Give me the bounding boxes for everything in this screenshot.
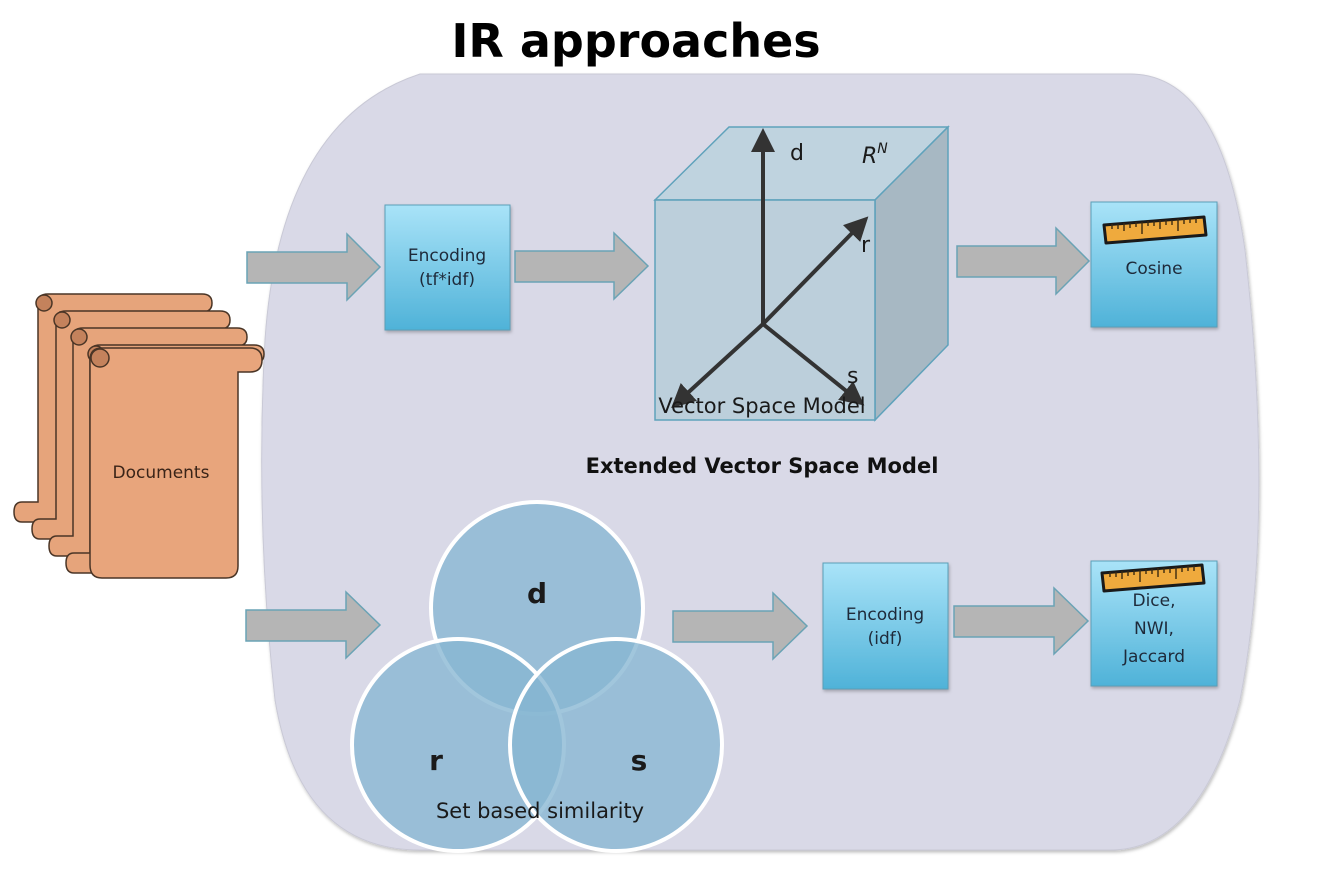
arrow-encoding-to-dice (953, 586, 1090, 656)
space-rn-label: RN (862, 141, 888, 169)
arrow-docs-to-encoding-top (246, 232, 382, 302)
measure-dice: Dice, (1132, 591, 1175, 611)
vector-space-caption: Vector Space Model (658, 394, 865, 418)
arrow-venn-to-encoding (672, 591, 809, 661)
venn-label-r: r (429, 744, 443, 777)
documents-label: Documents (113, 463, 210, 483)
set-measure-box: Dice, NWI, Jaccard (1090, 560, 1218, 687)
axis-s-label: s (847, 364, 858, 389)
axis-d-label: d (790, 141, 804, 166)
axis-neg (671, 322, 765, 409)
cosine-label: Cosine (1125, 259, 1182, 279)
encoding-tfidf-box: Encoding (tf*idf) (384, 204, 511, 331)
page-title: IR approaches (451, 14, 820, 68)
encoding-tfidf-line2: (tf*idf) (419, 270, 475, 290)
encoding-tfidf-line1: Encoding (408, 246, 486, 266)
venn-diagram: d r s Set based similarity (350, 500, 724, 853)
measure-nwi: NWI, (1134, 619, 1174, 639)
axis-s (761, 322, 865, 406)
encoding-idf-box: Encoding (idf) (822, 562, 949, 690)
encoding-idf-line1: Encoding (846, 605, 924, 625)
axis-r (761, 216, 869, 326)
cosine-measure-box: Cosine (1090, 201, 1218, 328)
axis-r-label: r (861, 233, 871, 258)
arrow-encoding-to-vsm (514, 231, 650, 301)
arrow-docs-to-venn (245, 590, 382, 660)
venn-label-s: s (631, 744, 648, 777)
arrow-vsm-to-cosine (956, 226, 1091, 296)
encoding-idf-line2: (idf) (868, 629, 903, 649)
extended-vsm-caption: Extended Vector Space Model (586, 454, 939, 478)
measure-jaccard: Jaccard (1122, 647, 1185, 667)
documents-stack-icon: Documents (13, 293, 265, 579)
venn-label-d: d (527, 577, 547, 610)
vector-space-cube: d r s RN Vector Space Model (653, 125, 950, 422)
venn-caption: Set based similarity (436, 799, 644, 823)
venn-set-s (508, 637, 724, 853)
